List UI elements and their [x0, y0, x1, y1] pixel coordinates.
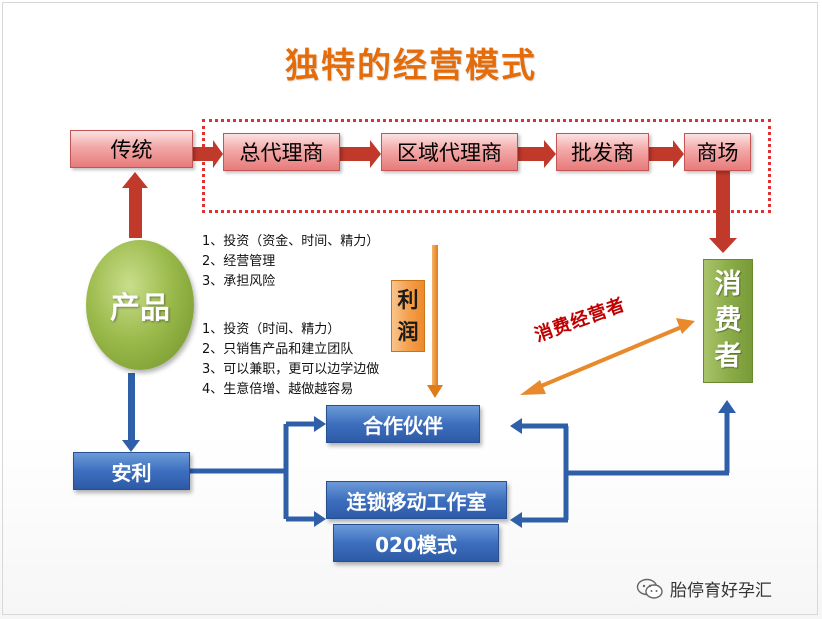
amway-note: 3、可以兼职，更可以边学边做	[202, 362, 380, 377]
consumer-to-partner-connector	[510, 400, 736, 528]
amway-note: 1、投资（时间、精力）	[202, 322, 341, 337]
profit-char: 利	[397, 288, 419, 312]
consumer-char: 者	[714, 341, 742, 372]
product-to-amway-arrow	[122, 373, 140, 452]
watermark-text: 胎停育好孕汇	[670, 581, 772, 601]
consumer-char: 消	[714, 269, 742, 300]
amway-box: 安利	[73, 452, 190, 490]
profit-arrow	[427, 245, 443, 398]
consumer-operator-arrow	[520, 318, 695, 395]
wholesaler-box: 批发商	[556, 133, 649, 171]
chain-arrow-4	[649, 140, 684, 168]
traditional-channel-region	[202, 119, 771, 213]
amway-notes: 1、投资（时间、精力） 2、只销售产品和建立团队 3、可以兼职，更可以边学边做 …	[202, 320, 379, 400]
wechat-icon	[636, 578, 663, 599]
consumer-char: 费	[714, 305, 742, 336]
regional-agent-box: 区域代理商	[381, 133, 518, 171]
mall-to-consumer-arrow	[709, 171, 737, 253]
page-title: 独特的经营模式	[285, 46, 537, 86]
traditional-note: 1、投资（资金、时间、精力）	[202, 234, 380, 249]
o2o-box: 020模式	[333, 524, 499, 562]
product-node: 产品	[86, 240, 194, 370]
chain-studio-box: 连锁移动工作室	[326, 481, 507, 519]
partner-box: 合作伙伴	[326, 405, 480, 443]
general-agent-box: 总代理商	[223, 133, 340, 171]
traditional-box: 传统	[70, 130, 193, 168]
traditional-notes: 1、投资（资金、时间、精力） 2、经营管理 3、承担风险	[202, 232, 379, 292]
chain-arrow-3	[518, 140, 556, 168]
amway-note: 2、只销售产品和建立团队	[202, 342, 354, 357]
consumer-box: 消 费 者	[703, 259, 753, 383]
watermark: 胎停育好孕汇	[636, 576, 772, 601]
amway-note: 4、生意倍增、越做越容易	[202, 382, 354, 397]
profit-box: 利 润	[391, 280, 425, 352]
profit-char: 润	[397, 320, 419, 344]
product-to-traditional-arrow	[122, 172, 148, 238]
chain-arrow-2	[340, 140, 381, 168]
chain-arrow-1	[193, 140, 223, 168]
mall-box: 商场	[684, 133, 751, 171]
traditional-note: 2、经营管理	[202, 254, 276, 269]
amway-to-partner-connector	[190, 416, 326, 527]
traditional-note: 3、承担风险	[202, 274, 276, 289]
